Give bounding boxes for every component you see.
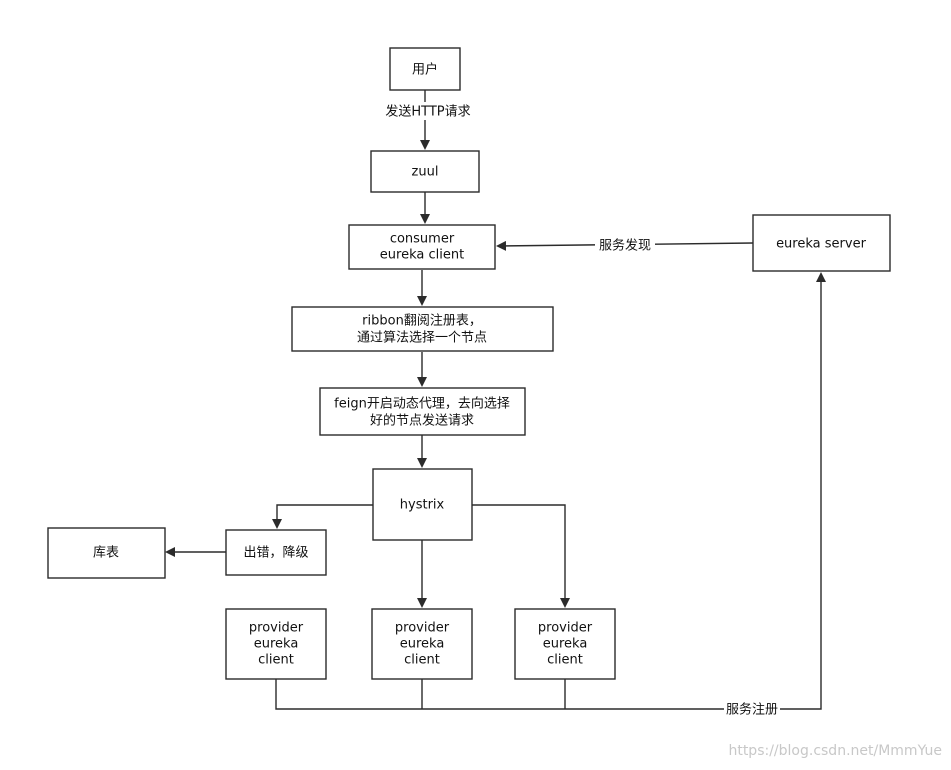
- node-provider2-line1: provider: [395, 621, 450, 636]
- node-consumer-line1: consumer: [390, 232, 455, 247]
- node-consumer: consumer eureka client: [348, 224, 496, 270]
- node-provider3-line3: client: [547, 653, 583, 668]
- node-provider1-line3: client: [258, 653, 294, 668]
- node-feign: feign开启动态代理，去向选择 好的节点发送请求: [319, 387, 526, 436]
- edge-label-send-http: 发送HTTP请求: [385, 104, 470, 120]
- node-eureka-server-label: eureka server: [776, 237, 867, 252]
- nodes: 用户 zuul consumer eureka client eureka se…: [47, 47, 891, 680]
- node-fallback-label: 出错，降级: [243, 546, 308, 561]
- edge-label-bg: [595, 236, 655, 254]
- node-ribbon-line1: ribbon翻阅注册表，: [362, 314, 482, 329]
- node-zuul-label: zuul: [412, 165, 439, 180]
- edge-hystrix-to-provider3: [472, 504, 570, 608]
- node-feign-line2: 好的节点发送请求: [370, 413, 474, 429]
- node-provider3-line2: eureka: [543, 637, 588, 652]
- node-provider-2: provider eureka client: [371, 608, 473, 680]
- node-eureka-server: eureka server: [752, 214, 891, 272]
- edges: 发送HTTP请求 服务发现 服务注册: [165, 90, 826, 718]
- node-fallback: 出错，降级: [225, 529, 327, 576]
- node-ribbon: ribbon翻阅注册表， 通过算法选择一个节点: [291, 306, 554, 352]
- node-hystrix-label: hystrix: [400, 498, 445, 513]
- node-user-label: 用户: [412, 62, 438, 78]
- node-user: 用户: [389, 47, 461, 91]
- edge-label-bg: [724, 700, 780, 718]
- node-consumer-line2: eureka client: [380, 248, 464, 263]
- node-provider1-line2: eureka: [254, 637, 299, 652]
- edge-providers-to-server: [275, 272, 826, 710]
- node-provider2-line2: eureka: [400, 637, 445, 652]
- edge-label-service-registration: 服务注册: [726, 702, 778, 718]
- edge-label-service-discovery: 服务发现: [599, 238, 651, 254]
- edge-hystrix-to-fallback: [272, 504, 373, 529]
- edge-label-bg: [382, 102, 474, 120]
- watermark-text: https://blog.csdn.net/MmmYue: [728, 743, 942, 759]
- node-zuul: zuul: [370, 150, 480, 193]
- node-hystrix: hystrix: [372, 468, 473, 541]
- node-provider2-line3: client: [404, 653, 440, 668]
- node-feign-line1: feign开启动态代理，去向选择: [334, 396, 510, 412]
- node-provider-1: provider eureka client: [225, 608, 327, 680]
- node-db: 库表: [47, 527, 166, 579]
- node-provider1-line1: provider: [249, 621, 304, 636]
- node-provider-3: provider eureka client: [514, 608, 616, 680]
- node-ribbon-line2: 通过算法选择一个节点: [357, 331, 487, 346]
- node-db-label: 库表: [93, 545, 119, 561]
- node-provider3-line1: provider: [538, 621, 593, 636]
